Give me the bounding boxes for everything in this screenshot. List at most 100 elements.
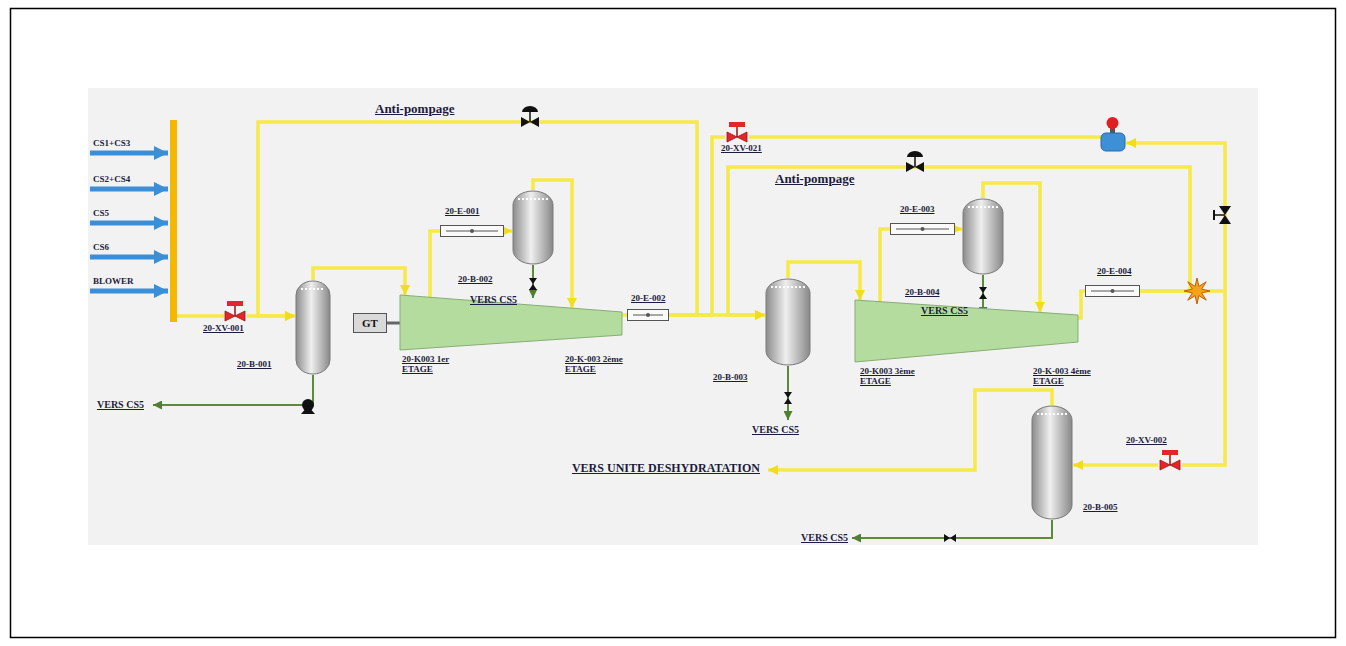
shutdown-valve-outline	[725, 122, 749, 142]
valve-actuator	[729, 122, 745, 127]
vessel-outline	[765, 278, 811, 366]
exchanger-shell	[441, 226, 504, 237]
valve-actuator	[1162, 450, 1178, 455]
feed-source-label: CS6	[93, 243, 109, 253]
exchanger-mark	[921, 227, 925, 231]
feed-arrow	[90, 187, 168, 192]
heat-exchanger-outline	[627, 309, 669, 321]
pipe-label: Anti-pompage	[775, 172, 854, 186]
hand-valve	[529, 278, 537, 290]
feed-arrow	[90, 151, 168, 156]
equipment-tag: 20-B-002	[458, 275, 493, 285]
pipe	[177, 314, 224, 318]
flare-tip	[1107, 117, 1119, 129]
shutdown-valve-outline	[1158, 450, 1182, 470]
process-pipe	[504, 229, 512, 233]
exchanger-mark	[470, 229, 474, 233]
outlet-pipe	[768, 390, 1052, 470]
equipment-tag: 20-K003 1er ETAGE	[402, 355, 451, 375]
vessel-dome-band	[1037, 413, 1067, 415]
header-bar	[170, 120, 177, 322]
shutdown-valve: 20-XV-001	[223, 301, 247, 321]
heat-exchanger-outline	[890, 223, 955, 235]
process-pipe	[955, 227, 962, 231]
valve-actuator	[522, 106, 538, 112]
equipment-tag: 20-E-001	[445, 207, 480, 217]
equipment-tag: 20-B-005	[1083, 503, 1118, 513]
equipment-tag: 20-B-003	[713, 373, 748, 383]
equipment-tag: 20-K-003 2ème ETAGE	[565, 355, 624, 375]
vessel-dome-band	[771, 286, 805, 288]
shutdown-valve-outline	[223, 301, 247, 321]
valve-stem	[529, 111, 531, 122]
drain-line	[153, 375, 313, 405]
destination-note: VERS CS5	[752, 424, 799, 435]
heat-exchanger: 20-E-004	[1085, 285, 1140, 297]
feed-source-label: CS2+CS4	[93, 175, 130, 185]
vessel-outline	[1031, 405, 1073, 520]
equipment-tag: 20-E-004	[1097, 267, 1132, 277]
exchanger-shell	[891, 224, 955, 235]
shutdown-valve: 20-XV-002	[1158, 450, 1182, 470]
vessel: 20-B-002	[512, 190, 554, 265]
process-pipe	[622, 313, 627, 317]
equipment-tag: 20-B-004	[905, 288, 940, 298]
flare-pipe	[749, 135, 1101, 139]
vessel-body	[963, 199, 1003, 274]
process-pipe	[1073, 463, 1158, 467]
valve-stem	[1214, 214, 1225, 216]
exchanger-shell	[1086, 286, 1140, 297]
vessel-body	[296, 281, 330, 374]
process-pipe	[880, 229, 890, 302]
vessel: 20-B-003	[765, 278, 811, 366]
equipment-tag: 20-E-002	[631, 294, 666, 304]
vessel-dome-band	[968, 206, 998, 208]
exchanger-mark	[646, 313, 650, 317]
equipment-tag: 20-XV-001	[203, 324, 244, 334]
compressor-casing	[855, 300, 1078, 362]
vessel-body	[513, 191, 553, 264]
shutdown-valve: 20-XV-021	[725, 122, 749, 142]
feed-arrow	[90, 221, 168, 226]
feed-source-label: BLOWER	[93, 277, 134, 287]
vessel-dome-band	[301, 288, 325, 290]
equipment-tag: GT	[362, 317, 378, 329]
heat-exchanger: 20-E-003	[890, 223, 955, 235]
vessel-dome-band	[518, 198, 548, 200]
pipe-label: Anti-pompage	[375, 102, 454, 116]
destination-note: VERS CS5	[470, 294, 517, 305]
heat-exchanger: 20-E-002	[627, 309, 669, 321]
hand-valve	[784, 392, 792, 404]
valve-stem	[736, 127, 738, 137]
equipment-tag: 20-XV-002	[1126, 436, 1167, 446]
hand-valve	[979, 287, 987, 299]
equipment-tag: 20-E-003	[900, 205, 935, 215]
process-pipe	[430, 231, 440, 297]
feed-source-label: CS5	[93, 209, 109, 219]
explosion-symbol	[1184, 278, 1210, 304]
equipment-tag: 20-K003 3ème ETAGE	[860, 367, 918, 387]
destination-note: VERS CS5	[97, 399, 144, 410]
equipment-tag: 20-B-001	[237, 360, 272, 370]
feed-arrow	[90, 289, 168, 294]
valve-handle	[1213, 210, 1215, 220]
equipment-tag: 20-K-003 4ème ETAGE	[1033, 367, 1092, 387]
destination-note: VERS UNITE DESHYDRATATION	[572, 462, 760, 475]
heat-exchanger-outline	[1085, 285, 1140, 297]
turbine-box	[354, 314, 387, 333]
feed-arrow	[90, 255, 168, 260]
valve-actuator	[907, 151, 923, 157]
valve-actuator	[227, 301, 243, 306]
vessel-outline	[962, 198, 1004, 275]
vessel: 20-B-004	[962, 198, 1004, 275]
exchanger-shell	[628, 310, 669, 321]
valve-stem	[914, 156, 916, 167]
drawing-panel	[88, 88, 1258, 545]
page-frame	[11, 9, 1336, 638]
exchanger-mark	[1111, 289, 1115, 293]
